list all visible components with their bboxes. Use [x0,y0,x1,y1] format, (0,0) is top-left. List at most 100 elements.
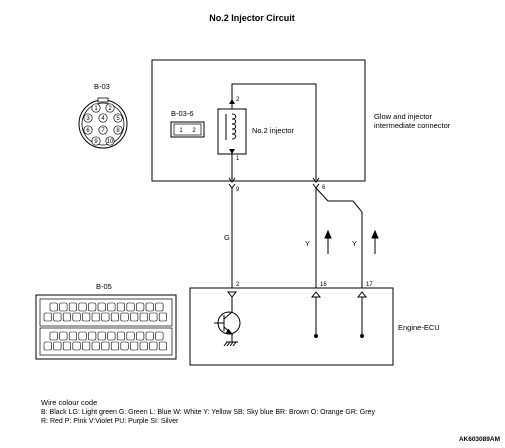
b05-pin-cavity [101,341,110,351]
legend-line-1: B: Black LG: Light green G: Green L: Blu… [41,409,375,416]
b05-pin-cavity [53,341,62,351]
pin-8: 8 [113,125,123,135]
injector-pin-bottom: 1 [236,156,240,162]
b05-pin-cavity [139,312,148,322]
ecu-internal-wiring [231,297,364,338]
glow-injector-box [151,59,366,182]
b05-pin-cavity [62,341,72,351]
legend-heading: Wire colour code [41,398,97,407]
b05-pin-cavity [149,312,158,322]
b05-pin-cavity [110,312,119,322]
wire-color-g: G [224,233,230,242]
pin-4: 4 [98,113,108,123]
ground-icon [223,341,238,347]
svg-text:2: 2 [192,128,196,134]
svg-text:3: 3 [86,116,90,122]
b05-pin-cavity [107,331,116,341]
connector-b036-label: B-03-6 [171,109,194,118]
b05-pin-cavity [136,331,145,341]
pin-1: 1 [91,103,101,113]
b05-pin-cavity [97,302,106,312]
b05-pin-cavity [88,302,97,312]
glow-box-label-2: intermediate connector [374,121,451,130]
injector-label: No.2 injector [252,126,295,135]
connector-b05-pins [43,302,167,351]
svg-text:2: 2 [108,106,112,112]
ecu-terminal-2: 2 [236,282,240,288]
transistor-icon [214,311,241,342]
b05-pin-cavity [136,302,145,312]
b05-pin-cavity [158,341,167,351]
pin-9: 9 [91,136,101,146]
pin-2: 2 [105,103,115,113]
b05-pin-cavity [78,302,87,312]
b05-pin-cavity [120,312,129,322]
b05-pin-cavity [130,312,139,322]
legend-line-2: R: Red P: Pink V:Violet PU: Purple SI: S… [41,418,179,425]
ecu-input-marks [226,291,368,298]
terminal-9: 9 [236,187,240,193]
svg-text:6: 6 [86,128,90,134]
pin-6: 6 [83,125,93,135]
b05-pin-cavity [72,341,81,351]
b05-pin-cavity [130,341,139,351]
harness-wires [231,187,363,288]
b05-pin-cavity [68,302,77,312]
b05-pin-cavity [91,341,100,351]
svg-text:4: 4 [101,116,105,122]
b05-pin-cavity [68,331,77,341]
connector-b05 [35,294,177,360]
b05-pin-cavity [59,331,68,341]
injector-coil-icon [225,113,237,140]
b05-pin-cavity [145,302,154,312]
b05-pin-cavity [59,302,68,312]
injector-pin-top: 2 [236,97,240,103]
b05-pin-cavity [53,312,62,322]
svg-text:9: 9 [94,139,98,145]
b05-pin-cavity [107,302,116,312]
connector-b03-label: B-03 [94,82,110,91]
engine-ecu-label: Engine-ECU [398,323,440,332]
b05-pin-cavity [110,341,119,351]
b05-pin-cavity [139,341,148,351]
svg-text:10: 10 [107,139,114,145]
b05-pin-cavity [88,331,97,341]
terminal-6: 6 [322,185,326,191]
connector-b03-pins: 1 2 3 4 5 6 7 8 9 10 [83,103,123,146]
b05-pin-cavity [126,331,135,341]
connector-b05-label: B-05 [96,282,112,291]
b05-pin-cavity [82,341,91,351]
b05-pin-cavity [101,312,110,322]
svg-text:7: 7 [101,128,105,134]
injector-arrows [229,99,235,154]
b05-pin-cavity [116,331,125,341]
svg-text:8: 8 [116,128,120,134]
b05-pin-cavity [49,331,58,341]
connector-b03: 1 2 3 4 5 6 7 8 9 10 [78,97,128,149]
b05-pin-cavity [149,341,158,351]
glow-box-label-1: Glow and injector [374,112,432,121]
b05-pin-cavity [126,302,135,312]
b05-pin-cavity [120,341,129,351]
signal-direction-arrows [324,229,379,254]
connector-b036: 1 2 [170,121,205,138]
b05-pin-cavity [97,331,106,341]
b05-pin-cavity [155,302,164,312]
svg-text:1: 1 [94,106,98,112]
engine-ecu-box [189,287,394,366]
b05-pin-cavity [82,312,91,322]
b05-pin-cavity [116,302,125,312]
wire-color-y-2: Y [352,239,357,248]
b05-pin-cavity [91,312,100,322]
pin-5: 5 [113,113,123,123]
svg-text:1: 1 [179,128,183,134]
b05-pin-cavity [78,331,87,341]
b05-pin-cavity [43,312,52,322]
pin-10: 10 [105,136,115,146]
diagram-title: No.2 Injector Circuit [209,13,295,23]
ecu-terminal-17: 17 [366,282,373,288]
b05-pin-cavity [155,331,164,341]
b05-pin-cavity [158,312,167,322]
pin-3: 3 [83,113,93,123]
